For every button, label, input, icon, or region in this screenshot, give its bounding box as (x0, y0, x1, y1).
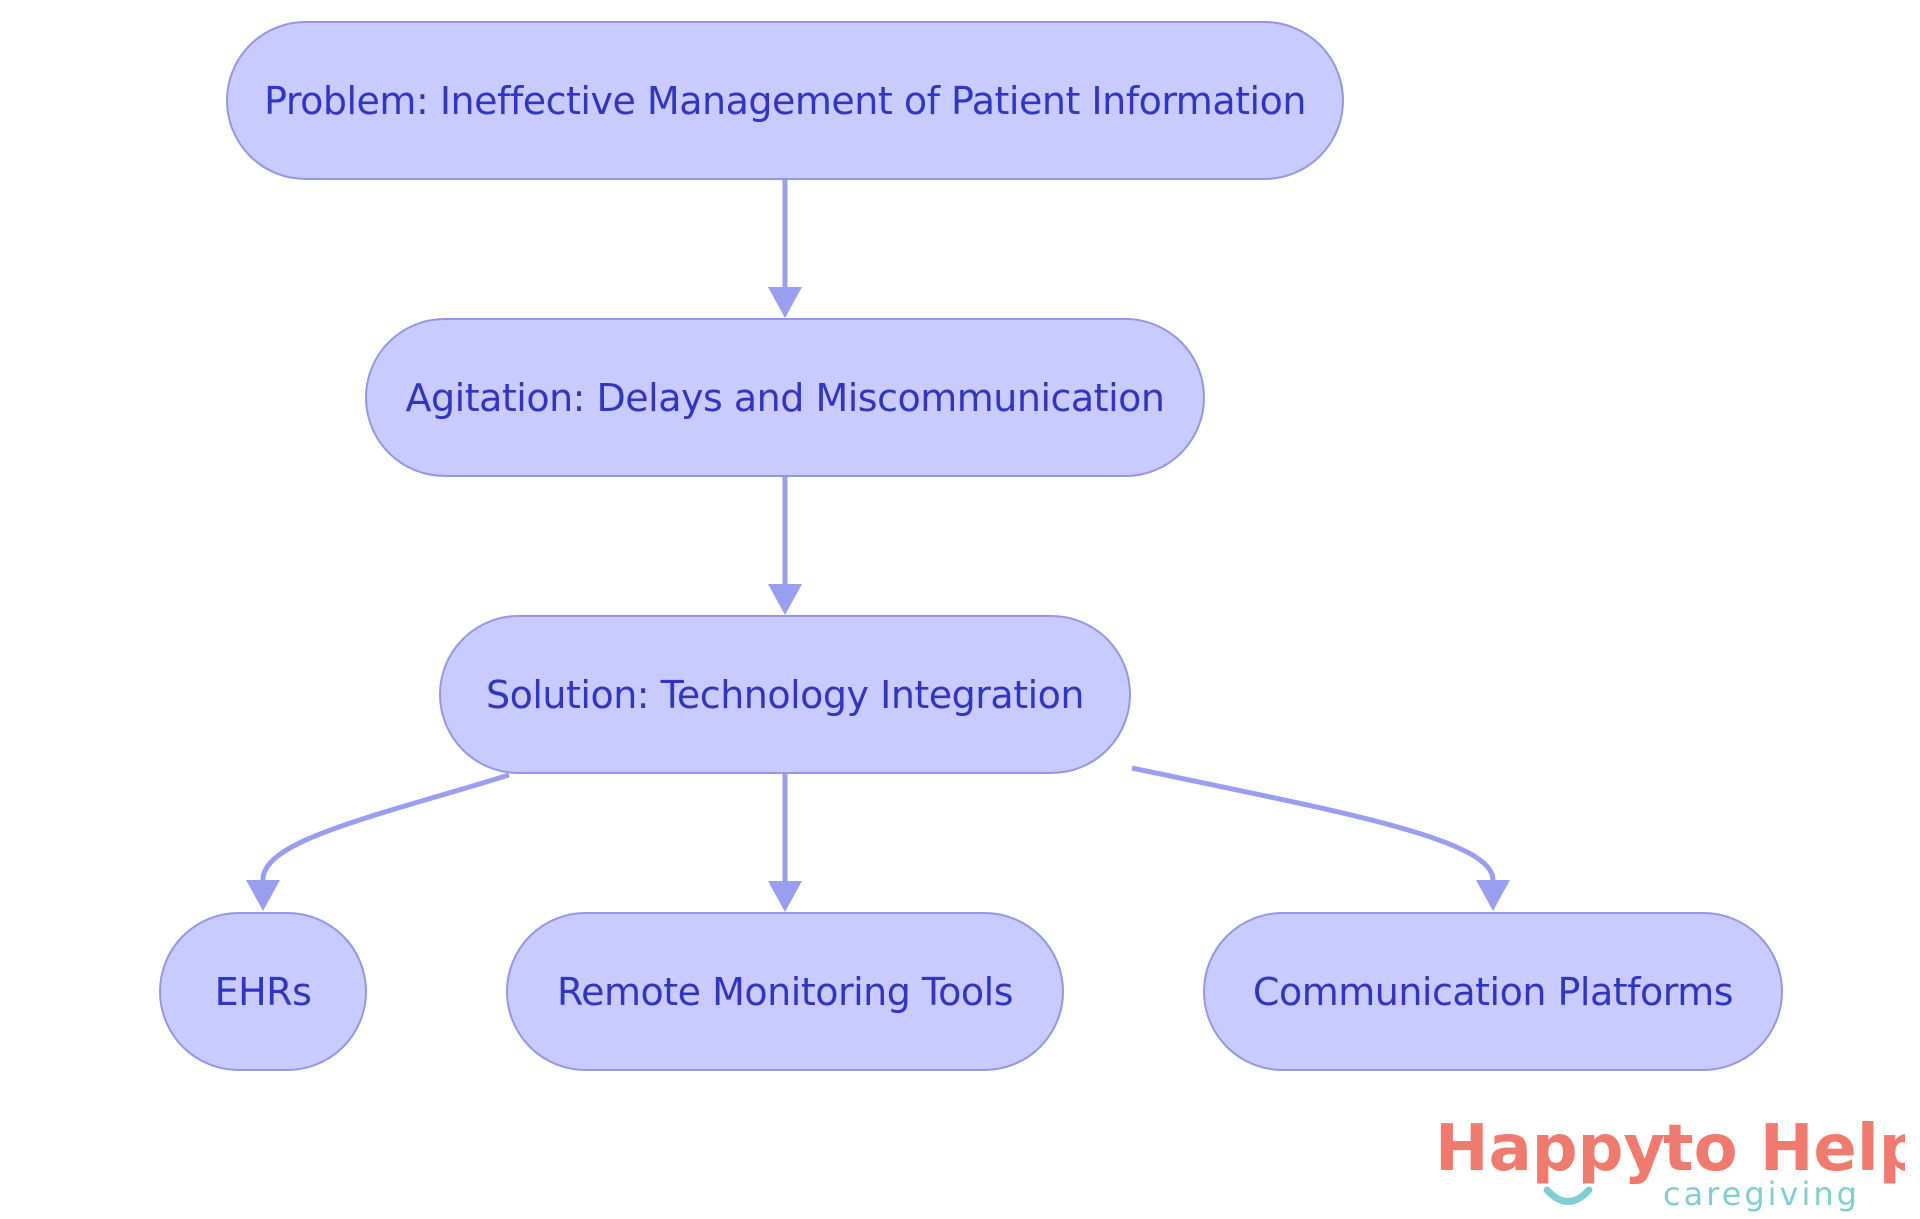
node-communication-label: Communication Platforms (1252, 969, 1734, 1014)
smile-icon (1543, 1186, 1593, 1205)
logo-word-to-help: to Help (1663, 1112, 1905, 1186)
logo-word-happy: Happy (1435, 1112, 1665, 1186)
node-solution-label: Solution: Technology Integration (485, 672, 1085, 717)
node-ehrs: EHRs (159, 912, 367, 1071)
node-remote-monitoring: Remote Monitoring Tools (506, 912, 1064, 1071)
edge-solution-communication (1131, 765, 1496, 881)
arrowhead-ehrs (246, 880, 280, 911)
node-communication-platforms: Communication Platforms (1203, 912, 1783, 1071)
arrowhead-agitation (768, 287, 802, 318)
logo-mark: Happy to Help caregiving (1435, 1112, 1920, 1213)
node-agitation-label: Agitation: Delays and Miscommunication (405, 375, 1165, 420)
logo-tagline: caregiving (1663, 1175, 1860, 1213)
arrowhead-remote (768, 881, 802, 912)
brand-logo: Happy to Help caregiving (1425, 1105, 1920, 1215)
node-agitation: Agitation: Delays and Miscommunication (365, 318, 1205, 477)
node-problem: Problem: Ineffective Management of Patie… (226, 21, 1344, 180)
arrowhead-communication (1476, 880, 1510, 911)
node-remote-label: Remote Monitoring Tools (556, 969, 1014, 1014)
edge-solution-ehrs (260, 772, 510, 881)
node-problem-label: Problem: Ineffective Management of Patie… (264, 78, 1306, 123)
node-solution: Solution: Technology Integration (439, 615, 1131, 774)
node-ehrs-label: EHRs (214, 969, 312, 1014)
arrowhead-solution (768, 584, 802, 615)
